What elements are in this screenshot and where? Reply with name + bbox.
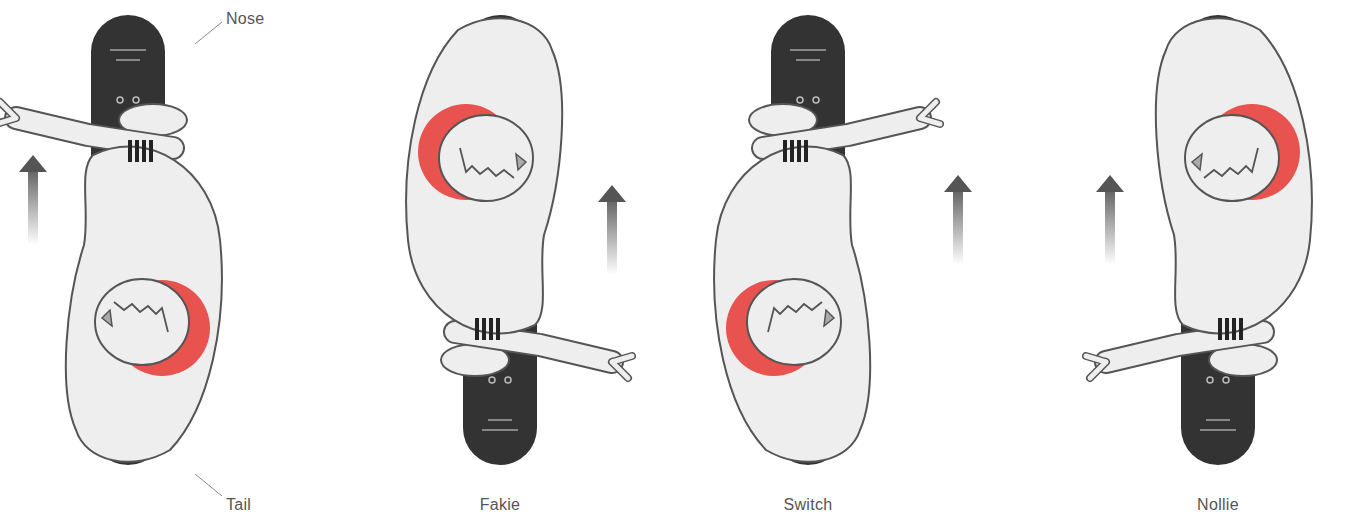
skateboard-fakie [406,15,632,465]
stance-label: Tail [226,496,251,514]
stance-label: Switch [784,496,833,514]
skateboard-nollie [1086,15,1312,465]
skateboard-regular [0,15,222,496]
stance-label: Nollie [1197,496,1239,514]
stance-label: Fakie [480,496,521,514]
stance-label: Nose [226,10,265,28]
skateboard-switch [714,15,972,465]
